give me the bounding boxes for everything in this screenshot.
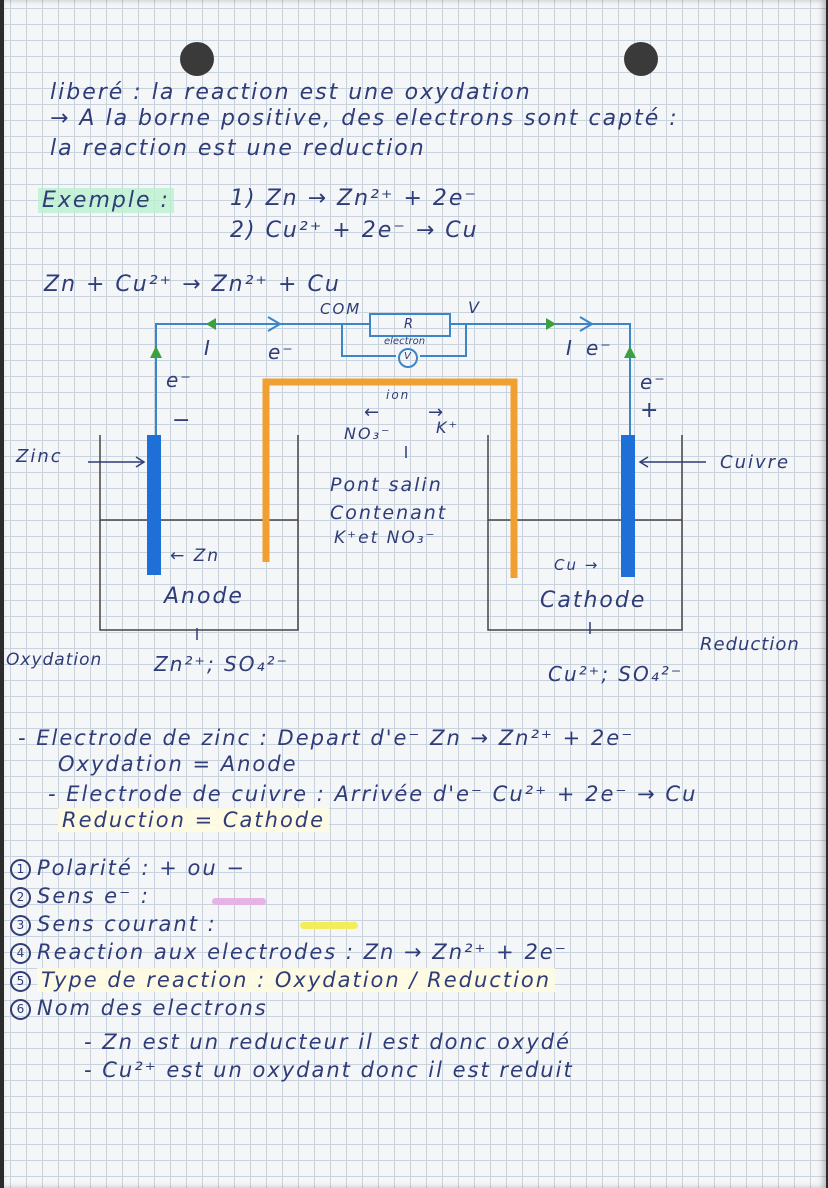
- ion-label: ion: [386, 388, 411, 402]
- overall-equation: Zn + Cu²⁺ → Zn²⁺ + Cu: [44, 272, 341, 297]
- example-equation-2: 2) Cu²⁺ + 2e⁻ → Cu: [230, 218, 479, 243]
- current-direction-arrows: [150, 318, 636, 358]
- copper-deposit-arrow-label: Cu →: [554, 556, 600, 574]
- circled-number-icon: 2: [10, 886, 31, 908]
- salt-bridge: [262, 378, 518, 578]
- circled-number-icon: 1: [10, 858, 31, 880]
- binder-hole: [624, 42, 658, 76]
- intro-line-2: → A la borne positive, des electrons son…: [50, 106, 679, 131]
- notebook-page: liberé : la reaction est une oxydation →…: [4, 0, 826, 1188]
- com-terminal-label: COM: [320, 300, 362, 318]
- salt-bridge-label-2: Contenant: [330, 502, 448, 524]
- negative-pole-label: −: [172, 408, 193, 433]
- salt-bridge-label-3: K⁺et NO₃⁻: [334, 528, 437, 548]
- resistor-label: R: [404, 317, 416, 332]
- zinc-label: Zinc: [16, 446, 63, 467]
- circled-number-icon: 5: [10, 970, 31, 992]
- left-solution-label: Zn²⁺; SO₄²⁻: [154, 652, 290, 676]
- circuit-wires: [155, 313, 631, 440]
- circled-number-icon: 3: [10, 914, 31, 936]
- ion-left-arrow-icon: ←: [364, 402, 382, 423]
- current-direction-color-swatch: [300, 922, 358, 929]
- current-label-right: I: [566, 336, 574, 360]
- electron-label: electron: [384, 336, 426, 347]
- sublist-item: - Zn est un reducteur il est donc oxydé: [84, 1030, 571, 1054]
- copper-electrode: [621, 435, 635, 577]
- electron-label-right-wire: e⁻: [586, 336, 613, 360]
- salt-bridge-label-1: Pont salin: [330, 474, 443, 496]
- zinc-electrode-arrow-label: ← Zn: [170, 546, 221, 566]
- binder-hole: [180, 42, 214, 76]
- circled-number-icon: 6: [10, 998, 31, 1020]
- v-terminal-label: V: [468, 298, 481, 317]
- potassium-ion-label: K⁺: [436, 418, 459, 437]
- intro-line-1: liberé : la reaction est une oxydation: [50, 80, 532, 105]
- example-label: Exemple :: [38, 188, 174, 213]
- cathode-label: Cathode: [540, 588, 647, 613]
- reduction-label: Reduction: [700, 634, 800, 655]
- electron-direction-arrows: [267, 316, 594, 332]
- electron-direction-color-swatch: [212, 898, 266, 905]
- oxidation-label: Oxydation: [6, 650, 103, 670]
- circled-number-icon: 4: [10, 942, 31, 964]
- electron-label-right: e⁻: [640, 370, 667, 394]
- voltmeter-icon: V: [404, 351, 411, 362]
- right-solution-label: Cu²⁺; SO₄²⁻: [548, 662, 684, 686]
- label-pointers: [88, 446, 706, 640]
- electron-label-left: e⁻: [166, 368, 193, 392]
- intro-line-3: la reaction est une reduction: [50, 136, 426, 161]
- nitrate-ion-label: NO₃⁻: [344, 424, 392, 443]
- sublist-item: - Cu²⁺ est un oxydant donc il est reduit: [84, 1058, 574, 1082]
- anode-label: Anode: [164, 584, 244, 609]
- copper-label: Cuivre: [720, 452, 791, 473]
- note-zinc-electrode: - Electrode de zinc : Depart d'e⁻ Zn → Z…: [18, 726, 635, 750]
- ion-right-arrow-icon: →: [428, 402, 446, 423]
- note-copper-electrode: - Electrode de cuivre : Arrivée d'e⁻ Cu²…: [48, 782, 698, 806]
- positive-pole-label: +: [640, 398, 661, 423]
- example-equation-1: 1) Zn → Zn²⁺ + 2e⁻: [230, 186, 479, 211]
- current-label-left: I: [204, 336, 212, 360]
- note-oxidation-anode: Oxydation = Anode: [58, 752, 298, 776]
- electron-label-left-wire: e⁻: [268, 340, 295, 364]
- note-reduction-cathode: Reduction = Cathode: [58, 808, 330, 832]
- zinc-electrode: [147, 435, 161, 575]
